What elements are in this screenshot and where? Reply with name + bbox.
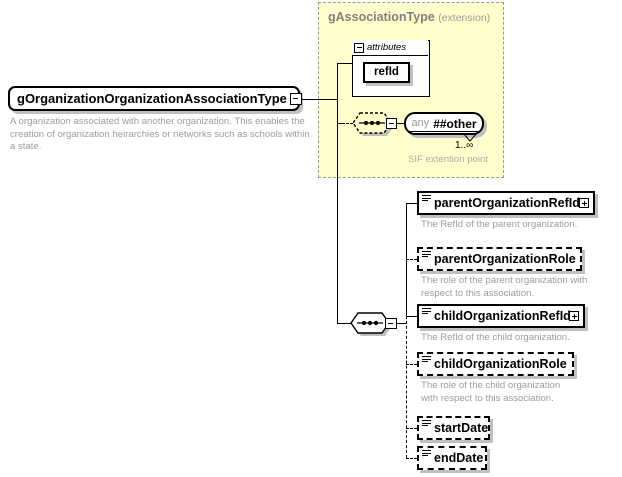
main-sequence-connector[interactable]: [350, 312, 392, 336]
extension-type-suffix: (extension): [438, 12, 491, 24]
element-icon: [422, 251, 431, 259]
wildcard-toggle-to-any-line: [397, 123, 405, 124]
extension-type-title: gAssociationType (extension): [328, 10, 490, 24]
plus-square-icon[interactable]: [579, 198, 589, 208]
wildcard-occurs-label: 1..∞: [455, 140, 474, 151]
attributes-header[interactable]: attributes: [352, 40, 428, 56]
element-icon: [422, 195, 431, 203]
minus-square-icon[interactable]: [386, 118, 397, 129]
wildcard-any-box[interactable]: any ##other: [404, 112, 484, 135]
sequence-to-branch-line: [396, 323, 406, 324]
minus-square-icon[interactable]: [290, 93, 302, 105]
attribute-refid-label: refId: [374, 65, 399, 78]
extension-type-name: gAssociationType: [328, 10, 435, 24]
root-type-box[interactable]: gOrganizationOrganizationAssociationType: [8, 86, 300, 111]
element-description: The RefId of the child organization.: [421, 332, 570, 343]
element-label: childOrganizationRole: [434, 356, 567, 371]
element-label: parentOrganizationRefId: [434, 195, 580, 210]
stub-child-refid: [406, 316, 417, 317]
sequence-connector-icon: [352, 112, 392, 134]
wildcard-keyword: any: [411, 117, 430, 129]
element-description: The role of the child organization with …: [421, 380, 561, 404]
trunk-to-attributes-line: [337, 63, 353, 64]
stub-start-date: [406, 428, 417, 429]
children-bus-dashed: [406, 316, 407, 458]
wildcard-namespace: ##other: [433, 116, 477, 131]
sequence-connector-icon: [350, 312, 390, 334]
trunk-to-sequence-line: [337, 323, 353, 324]
minus-square-icon[interactable]: [354, 42, 364, 53]
trunk-to-wildcard-line: [337, 123, 343, 124]
element-icon: [422, 356, 431, 364]
stub-end-date: [406, 458, 417, 459]
element-label: parentOrganizationRole: [434, 251, 576, 266]
element-label: endDate: [434, 450, 484, 465]
page-title: gOrganizationOrganizationAssociationType: [17, 91, 287, 106]
attribute-refid[interactable]: refId: [363, 62, 410, 83]
element-childOrganizationRole[interactable]: childOrganizationRole: [417, 352, 574, 376]
occurs-chevron-icon: [462, 133, 478, 142]
root-to-extension-line: [302, 99, 338, 100]
stub-parent-refid: [406, 203, 417, 204]
element-description: The role of the parent organization with…: [421, 275, 588, 299]
element-childOrganizationRefId[interactable]: childOrganizationRefId: [417, 304, 585, 328]
wildcard-sequence-connector[interactable]: [352, 112, 394, 136]
main-trunk-line: [337, 63, 338, 323]
element-label: childOrganizationRefId: [434, 308, 571, 323]
element-endDate[interactable]: endDate: [417, 446, 487, 470]
attributes-label: attributes: [367, 42, 407, 53]
element-parentOrganizationRole[interactable]: parentOrganizationRole: [417, 247, 582, 271]
element-icon: [422, 450, 431, 458]
wildcard-inbound-line: [342, 123, 353, 124]
stub-child-role: [406, 364, 417, 365]
element-icon: [422, 308, 431, 316]
wildcard-inner-divider: [408, 131, 480, 132]
element-parentOrganizationRefId[interactable]: parentOrganizationRefId: [417, 191, 595, 215]
element-label: startDate: [434, 420, 489, 435]
element-icon: [422, 420, 431, 428]
element-description: The RefId of the parent organization.: [421, 219, 578, 230]
element-startDate[interactable]: startDate: [417, 416, 490, 440]
plus-square-icon[interactable]: [569, 311, 579, 321]
stub-parent-role: [406, 259, 417, 260]
root-type-description: A organization associated with another o…: [10, 116, 310, 152]
sif-extension-note: SIF extention point: [408, 154, 488, 165]
